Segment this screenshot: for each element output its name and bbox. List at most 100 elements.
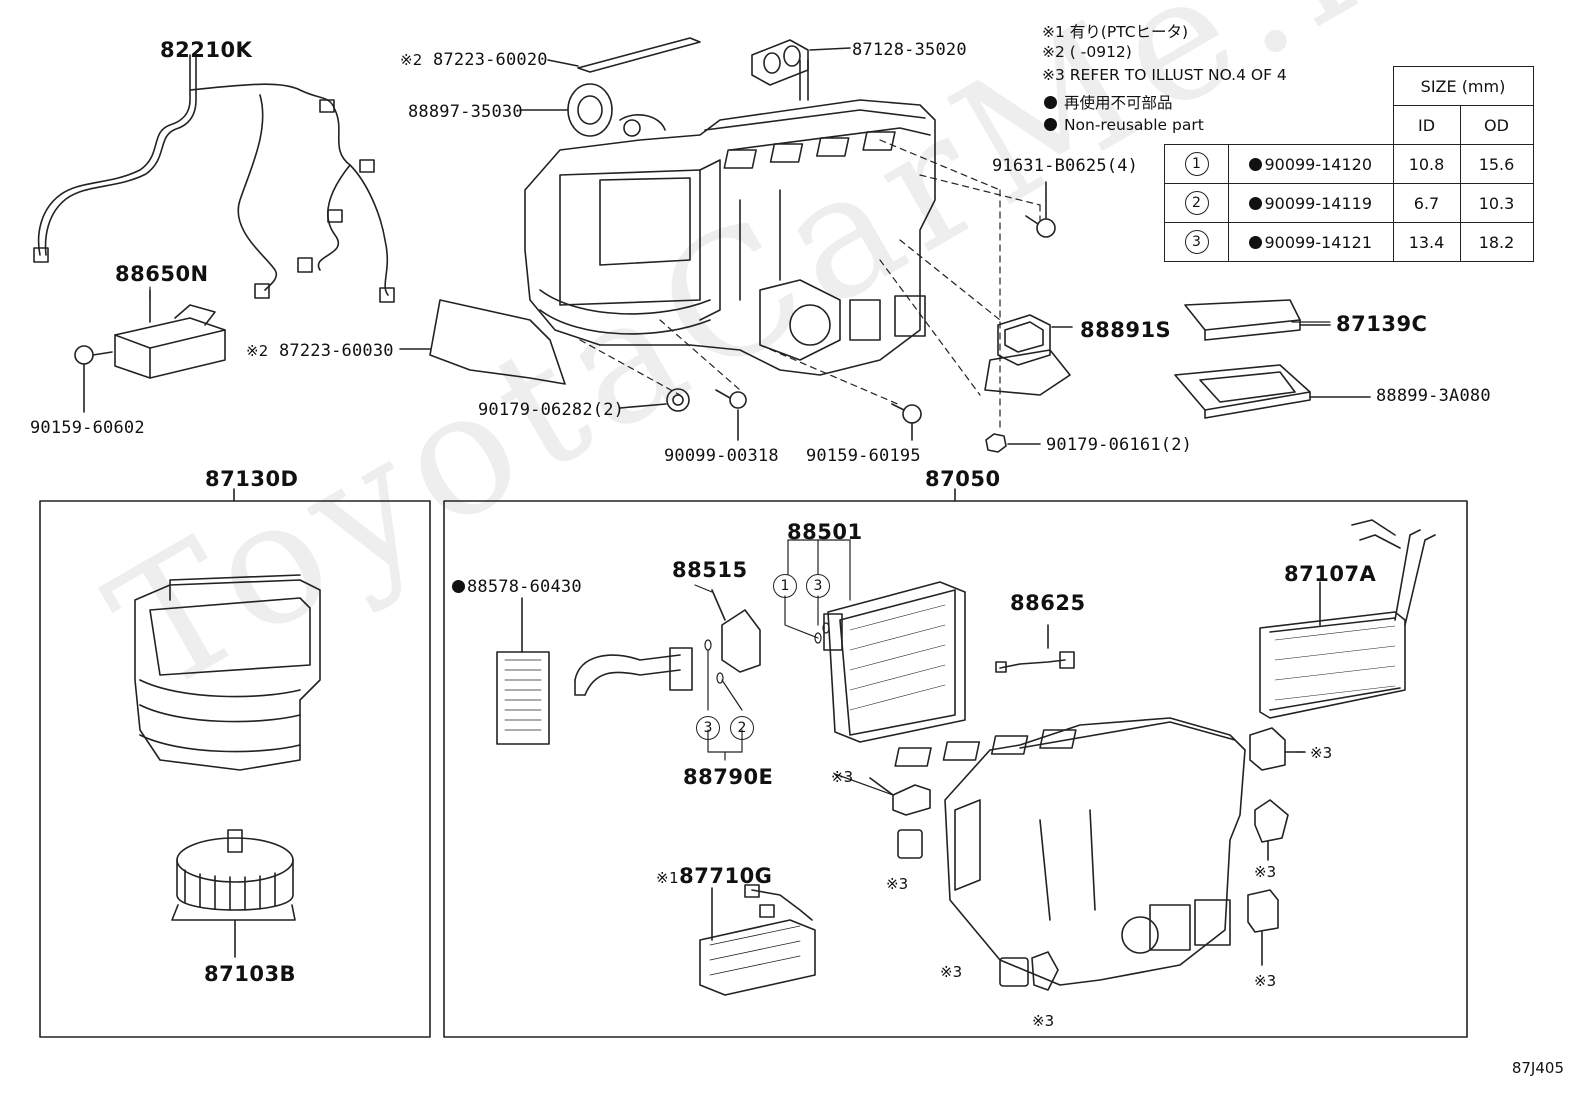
part-number-88501: 88501 bbox=[787, 520, 863, 544]
diagram-code: 87J405 bbox=[1511, 1059, 1564, 1077]
table-row: 1 90099-14120 10.8 15.6 bbox=[1164, 144, 1534, 184]
ref-mark-3: ※3 bbox=[940, 963, 963, 981]
part-number-87130D: 87130D bbox=[205, 467, 299, 491]
non-reusable-dot-icon bbox=[1044, 96, 1057, 109]
ref-mark: ※2 bbox=[400, 51, 423, 69]
blower-motor-icon bbox=[171, 829, 296, 958]
part-number-88790E: 88790E bbox=[683, 765, 774, 789]
part-number-88891S: 88891S bbox=[1080, 318, 1172, 342]
hvac-unit-icon bbox=[524, 59, 936, 376]
servo-motor-icon bbox=[984, 314, 1073, 396]
part-number-88515: 88515 bbox=[672, 558, 748, 582]
wire-harness-icon bbox=[33, 54, 395, 303]
amplifier-icon bbox=[114, 289, 226, 379]
note-mark-2-lower: ※2 87223-60030 bbox=[246, 341, 394, 361]
expansion-valve-icon bbox=[711, 589, 761, 673]
ref-mark: ※1 bbox=[656, 869, 680, 887]
id-header: ID bbox=[1392, 105, 1461, 145]
blank-cell bbox=[1165, 106, 1229, 145]
nut-icon-90179-06282 bbox=[619, 388, 690, 412]
circle-ref-text: 1 bbox=[773, 574, 797, 598]
id-cell: 10.8 bbox=[1392, 144, 1461, 184]
size-table: SIZE (mm) ID OD 1 90099-14120 10.8 15.6 … bbox=[1164, 66, 1534, 262]
sensor-icon-88625 bbox=[995, 624, 1075, 673]
part-number-90159-60602: 90159-60602 bbox=[30, 418, 145, 438]
non-reusable-dot-icon bbox=[1044, 118, 1057, 131]
part-number-87710G: 87710G bbox=[679, 864, 773, 888]
part-cell: 90099-14120 bbox=[1228, 144, 1394, 184]
part-number-91631-B0625: 91631-B0625(4) bbox=[992, 156, 1139, 176]
od-header: OD bbox=[1459, 105, 1534, 145]
ref-mark: ※2 bbox=[246, 342, 269, 360]
small-part-icons bbox=[869, 727, 1306, 991]
id-cell: 6.7 bbox=[1392, 183, 1461, 223]
blower-assembly-icon bbox=[134, 574, 321, 771]
part-number-88899-3A080: 88899-3A080 bbox=[1376, 386, 1491, 406]
ptc-heater-icon bbox=[699, 884, 816, 996]
part-number-88578-60430: 88578-60430 bbox=[467, 577, 582, 597]
part-number-87050: 87050 bbox=[925, 467, 1001, 491]
circle-ref-text: 2 bbox=[730, 716, 754, 740]
part-number-87107A: 87107A bbox=[1284, 562, 1377, 586]
circle-leaders bbox=[707, 539, 851, 761]
part-label-88578-60430: 88578-60430 bbox=[452, 577, 582, 597]
ref-mark-3: ※3 bbox=[1254, 972, 1277, 990]
part-number-87103B: 87103B bbox=[204, 962, 297, 986]
seal-icon bbox=[519, 83, 613, 137]
part-number-87223-60020: 87223-60020 bbox=[432, 50, 548, 70]
blank-cell bbox=[1229, 106, 1394, 145]
non-reusable-dot-icon bbox=[1249, 157, 1263, 171]
od-cell: 15.6 bbox=[1459, 144, 1534, 184]
part-cell: 90099-14119 bbox=[1228, 183, 1394, 223]
od-cell: 18.2 bbox=[1459, 222, 1534, 262]
bolt-icon-91631-B0625 bbox=[1025, 181, 1056, 238]
non-reusable-en-text: Non-reusable part bbox=[1063, 116, 1204, 134]
ref-mark-3: ※3 bbox=[1254, 863, 1277, 881]
part-number-88897-35030: 88897-35030 bbox=[408, 102, 523, 122]
od-cell: 10.3 bbox=[1459, 183, 1534, 223]
part-number-87128-35020: 87128-35020 bbox=[852, 40, 967, 60]
dashed-leaders bbox=[579, 139, 1041, 431]
circle-ref-3-lower: 3 bbox=[696, 716, 720, 740]
part-number-88650N: 88650N bbox=[115, 262, 209, 286]
ref-mark-3: ※3 bbox=[1310, 744, 1333, 762]
part-number-90179-06161: 90179-06161(2) bbox=[1046, 435, 1193, 455]
grommet-icon bbox=[751, 39, 851, 86]
non-reusable-dot-icon bbox=[452, 580, 465, 593]
label-leaders bbox=[149, 286, 1331, 796]
part-number-87139C: 87139C bbox=[1336, 312, 1428, 336]
part-number-82210K: 82210K bbox=[160, 38, 253, 62]
size-table-header: SIZE (mm) bbox=[1165, 66, 1534, 106]
heater-core-icon bbox=[1259, 519, 1436, 719]
screw-icon-90159-60602 bbox=[74, 345, 113, 413]
table-row: 2 90099-14119 6.7 10.3 bbox=[1164, 183, 1534, 223]
non-reusable-dot-icon bbox=[1249, 196, 1263, 210]
part-number-90159-60195: 90159-60195 bbox=[806, 446, 921, 466]
size-header: SIZE (mm) bbox=[1392, 66, 1534, 106]
ref-cell: 1 bbox=[1164, 144, 1229, 184]
part-number: 90099-14119 bbox=[1264, 193, 1373, 213]
size-table-subheader: ID OD bbox=[1165, 105, 1534, 145]
note-mark-2-top: ※2 87223-60020 bbox=[400, 50, 548, 70]
evaporator-icon bbox=[823, 581, 966, 743]
nut-icon-90179-06161 bbox=[985, 433, 1041, 453]
ref-mark-3: ※3 bbox=[886, 875, 909, 893]
o-ring-icons bbox=[704, 622, 830, 684]
pipe-icon-88790E bbox=[574, 647, 693, 696]
circle-ref: 3 bbox=[1184, 230, 1209, 254]
ref-cell: 3 bbox=[1164, 222, 1229, 262]
part-number-90179-06282: 90179-06282(2) bbox=[478, 400, 625, 420]
circle-ref-1: 1 bbox=[773, 574, 797, 598]
part-cell: 90099-14121 bbox=[1228, 222, 1394, 262]
ref-mark-3: ※3 bbox=[1032, 1012, 1055, 1030]
note-3: ※3 REFER TO ILLUST NO.4 OF 4 bbox=[1042, 66, 1287, 84]
case-assembly-icon bbox=[894, 717, 1246, 986]
non-reusable-note-jp: 再使用不可部品 bbox=[1044, 91, 1172, 113]
part-number-88625: 88625 bbox=[1010, 591, 1086, 615]
filter-case-icon-88899-3A080 bbox=[1174, 364, 1371, 419]
non-reusable-note-en: Non-reusable part bbox=[1044, 116, 1204, 134]
blank-cell bbox=[1165, 67, 1229, 106]
part-label-87710G: ※187710G bbox=[656, 864, 772, 888]
